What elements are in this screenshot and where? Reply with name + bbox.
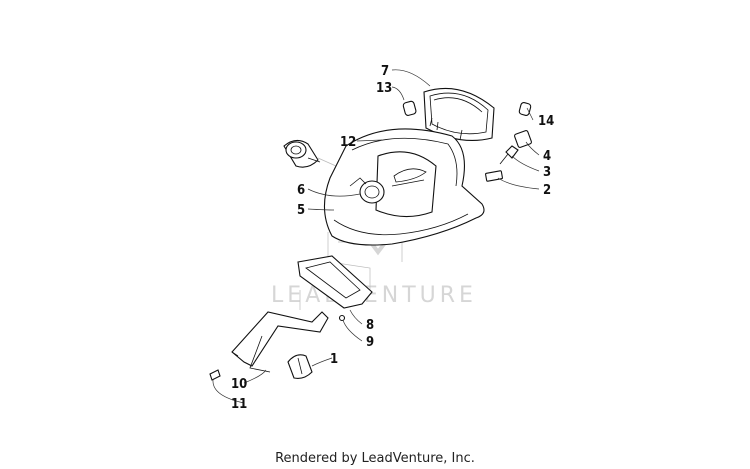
callout-4: 4: [543, 149, 551, 164]
leader-lines: [212, 69, 540, 404]
callout-11: 11: [231, 397, 247, 412]
ignition-switch-part: [283, 139, 321, 168]
bulb-part: [402, 100, 417, 116]
callout-2: 2: [543, 183, 551, 198]
callout-7: 7: [381, 64, 389, 79]
callout-6: 6: [297, 183, 305, 198]
callout-5: 5: [297, 203, 305, 218]
watermark: LEADVENTURE: [271, 226, 477, 308]
callout-14: 14: [538, 114, 554, 129]
callout-13: 13: [376, 81, 392, 96]
footer-credit: Rendered by LeadVenture, Inc.: [275, 451, 475, 466]
small-screw-part: [338, 314, 346, 322]
connector-part: [287, 354, 313, 379]
callout-3: 3: [543, 165, 551, 180]
dash-panel-part: [323, 128, 485, 246]
callout-12: 12: [340, 135, 356, 150]
lower-trim-part: [297, 255, 373, 309]
callout-9: 9: [366, 335, 374, 350]
callout-10: 10: [231, 377, 247, 392]
mounting-bracket-part: [231, 311, 329, 373]
callouts: 7 13 12 14 4 3 2 6 5 8 9 1 10 11: [231, 64, 554, 412]
gauge-part: [423, 87, 495, 141]
screw-part: [209, 369, 221, 381]
indicator-bulb-part: [518, 102, 532, 116]
callout-8: 8: [366, 318, 374, 333]
callout-1: 1: [330, 352, 338, 367]
watermark-text: LEADVENTURE: [271, 283, 477, 308]
